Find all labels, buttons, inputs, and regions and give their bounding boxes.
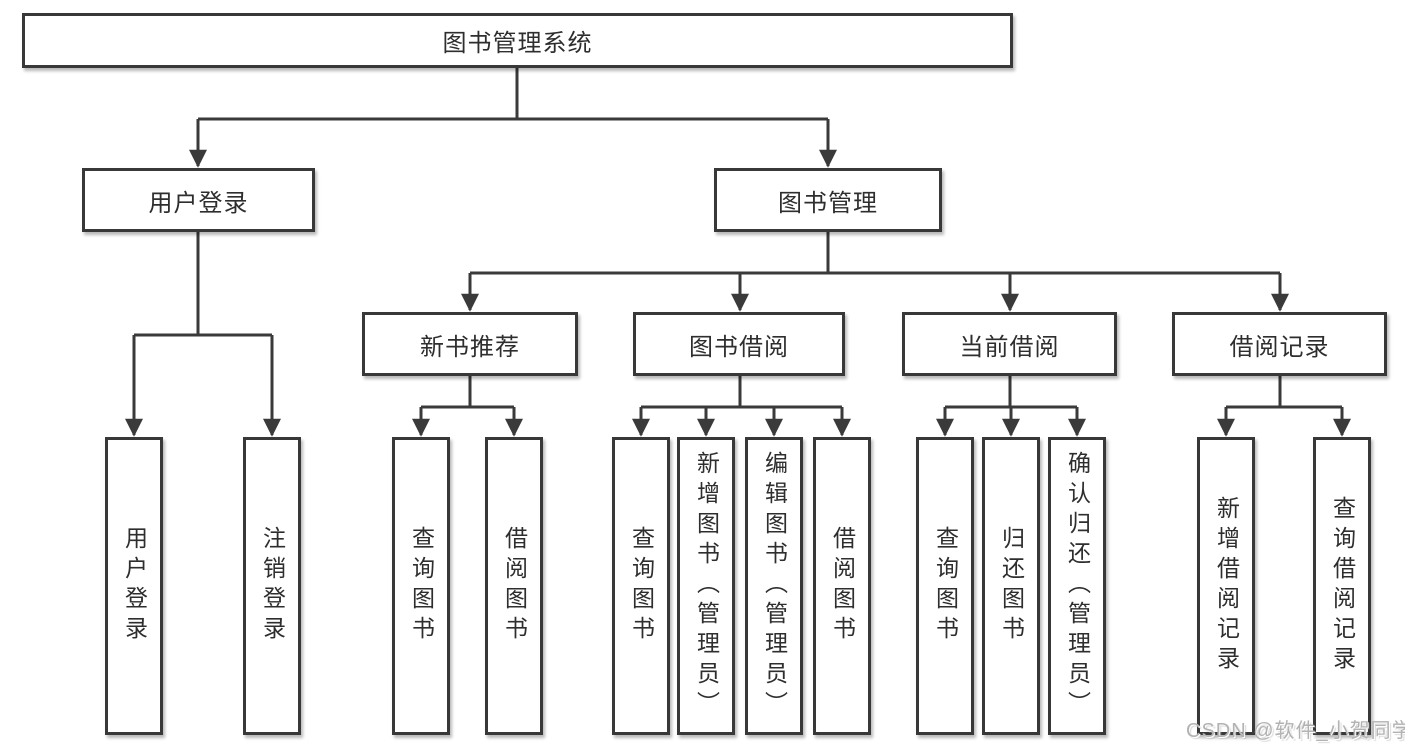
leaf-logout: 注销登录 xyxy=(243,437,301,735)
leaf-new-book-query-books-label: 查询图书 xyxy=(408,526,435,646)
leaf-user-login-label: 用户登录 xyxy=(121,526,148,646)
node-book-borrow-label: 图书借阅 xyxy=(689,333,789,361)
node-borrow-records-label: 借阅记录 xyxy=(1229,333,1330,361)
leaf-logout-label: 注销登录 xyxy=(259,526,286,646)
leaf-user-login: 用户登录 xyxy=(105,437,163,735)
leaf-new-book-borrow-books: 借阅图书 xyxy=(485,437,543,735)
node-book-borrow: 图书借阅 xyxy=(633,312,845,376)
node-current-borrow-label: 当前借阅 xyxy=(959,333,1060,361)
leaf-add-book-admin-label: 新增图书（管理员） xyxy=(693,451,720,721)
leaf-borrow-borrow-books-label: 借阅图书 xyxy=(829,526,856,646)
node-book-management: 图书管理 xyxy=(714,168,942,232)
leaf-borrow-query-books: 查询图书 xyxy=(612,437,670,735)
node-borrow-records: 借阅记录 xyxy=(1172,312,1387,376)
leaf-current-query-books: 查询图书 xyxy=(916,437,974,735)
leaf-confirm-return-admin-label: 确认归还（管理员） xyxy=(1064,451,1091,721)
node-root-label: 图书管理系统 xyxy=(442,30,593,57)
leaf-borrow-borrow-books: 借阅图书 xyxy=(813,437,871,735)
leaf-return-book-label: 归还图书 xyxy=(998,526,1025,646)
node-current-borrow: 当前借阅 xyxy=(902,312,1117,376)
leaf-confirm-return-admin: 确认归还（管理员） xyxy=(1048,437,1106,735)
leaf-query-borrow-record: 查询借阅记录 xyxy=(1313,437,1371,735)
leaf-add-book-admin: 新增图书（管理员） xyxy=(677,437,735,735)
node-user-login-label: 用户登录 xyxy=(148,189,249,217)
leaf-return-book: 归还图书 xyxy=(982,437,1040,735)
node-new-book-recommend: 新书推荐 xyxy=(362,312,578,376)
leaf-borrow-query-books-label: 查询图书 xyxy=(628,526,655,646)
leaf-current-query-books-label: 查询图书 xyxy=(932,526,959,646)
node-user-login: 用户登录 xyxy=(82,168,315,232)
leaf-new-book-query-books: 查询图书 xyxy=(392,437,450,735)
csdn-watermark: CSDN @软件_小贺同学 xyxy=(1186,720,1405,742)
leaf-new-book-borrow-books-label: 借阅图书 xyxy=(501,526,528,646)
leaf-add-borrow-record: 新增借阅记录 xyxy=(1197,437,1255,735)
node-new-book-recommend-label: 新书推荐 xyxy=(420,333,520,361)
leaf-edit-book-admin-label: 编辑图书（管理员） xyxy=(761,451,788,721)
leaf-query-borrow-record-label: 查询借阅记录 xyxy=(1329,496,1356,676)
leaf-add-borrow-record-label: 新增借阅记录 xyxy=(1213,496,1240,676)
node-root: 图书管理系统 xyxy=(22,13,1013,68)
node-book-management-label: 图书管理 xyxy=(778,189,878,217)
leaf-edit-book-admin: 编辑图书（管理员） xyxy=(745,437,803,735)
